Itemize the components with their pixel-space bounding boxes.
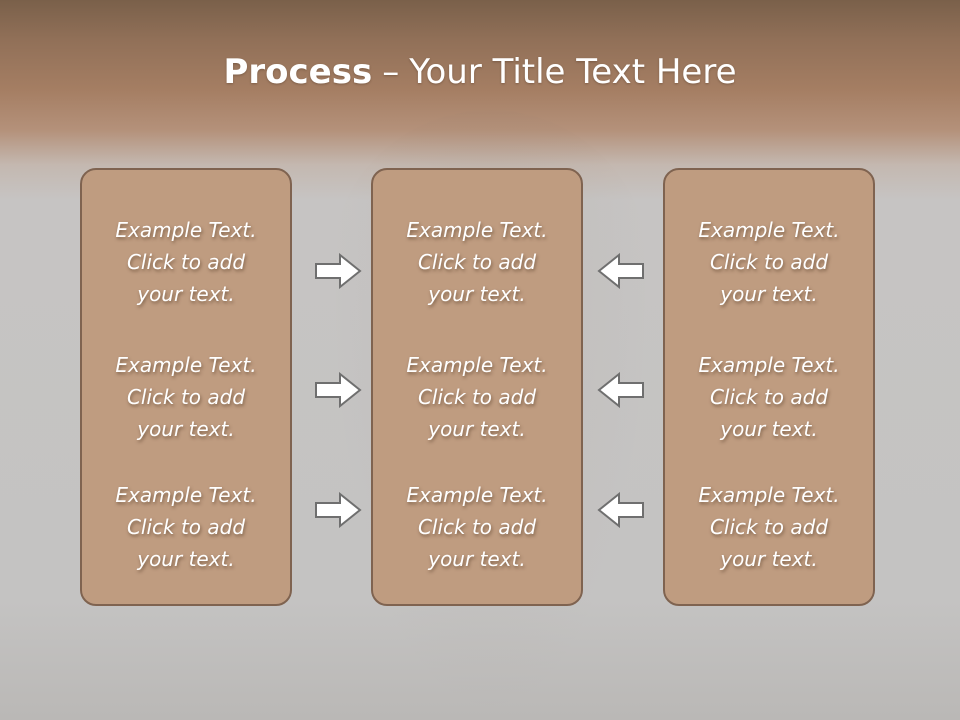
center-panel[interactable]: Example Text. Click to add your text. Ex… (371, 168, 583, 606)
placeholder-line: Click to add (126, 515, 246, 539)
text-placeholder[interactable]: Example Text. Click to add your text. (665, 479, 873, 575)
arrow-right-icon (314, 492, 362, 528)
text-placeholder[interactable]: Example Text. Click to add your text. (373, 479, 581, 575)
text-placeholder[interactable]: Example Text. Click to add your text. (82, 214, 290, 310)
placeholder-line: your text. (137, 547, 235, 571)
placeholder-line: Click to add (417, 515, 537, 539)
placeholder-line: Example Text. (115, 483, 257, 507)
arrow-left-icon (597, 492, 645, 528)
placeholder-line: Example Text. (698, 483, 840, 507)
placeholder-line: your text. (428, 547, 526, 571)
arrow-right-icon (314, 253, 362, 289)
placeholder-line: your text. (720, 282, 818, 306)
text-placeholder[interactable]: Example Text. Click to add your text. (373, 349, 581, 445)
title-text: Your Title Text Here (409, 52, 737, 92)
arrow-right-icon (314, 372, 362, 408)
placeholder-line: your text. (137, 417, 235, 441)
arrow-left-icon (597, 253, 645, 289)
placeholder-line: Click to add (417, 385, 537, 409)
placeholder-line: Example Text. (406, 483, 548, 507)
text-placeholder[interactable]: Example Text. Click to add your text. (82, 349, 290, 445)
placeholder-line: Click to add (126, 250, 246, 274)
title-bold-text: Process (223, 52, 373, 92)
placeholder-line: your text. (720, 547, 818, 571)
slide-title[interactable]: Process–Your Title Text Here (0, 52, 960, 92)
placeholder-line: Click to add (126, 385, 246, 409)
title-separator: – (382, 52, 400, 92)
text-placeholder[interactable]: Example Text. Click to add your text. (665, 349, 873, 445)
arrow-left-icon (597, 372, 645, 408)
placeholder-line: Example Text. (406, 353, 548, 377)
placeholder-line: Example Text. (115, 218, 257, 242)
text-placeholder[interactable]: Example Text. Click to add your text. (665, 214, 873, 310)
placeholder-line: Click to add (709, 385, 829, 409)
placeholder-line: Click to add (709, 250, 829, 274)
left-panel[interactable]: Example Text. Click to add your text. Ex… (80, 168, 292, 606)
placeholder-line: your text. (137, 282, 235, 306)
text-placeholder[interactable]: Example Text. Click to add your text. (82, 479, 290, 575)
placeholder-line: Example Text. (406, 218, 548, 242)
placeholder-line: Example Text. (698, 218, 840, 242)
placeholder-line: Click to add (417, 250, 537, 274)
placeholder-line: Example Text. (115, 353, 257, 377)
placeholder-line: Click to add (709, 515, 829, 539)
placeholder-line: your text. (428, 417, 526, 441)
placeholder-line: your text. (428, 282, 526, 306)
placeholder-line: your text. (720, 417, 818, 441)
right-panel[interactable]: Example Text. Click to add your text. Ex… (663, 168, 875, 606)
text-placeholder[interactable]: Example Text. Click to add your text. (373, 214, 581, 310)
placeholder-line: Example Text. (698, 353, 840, 377)
